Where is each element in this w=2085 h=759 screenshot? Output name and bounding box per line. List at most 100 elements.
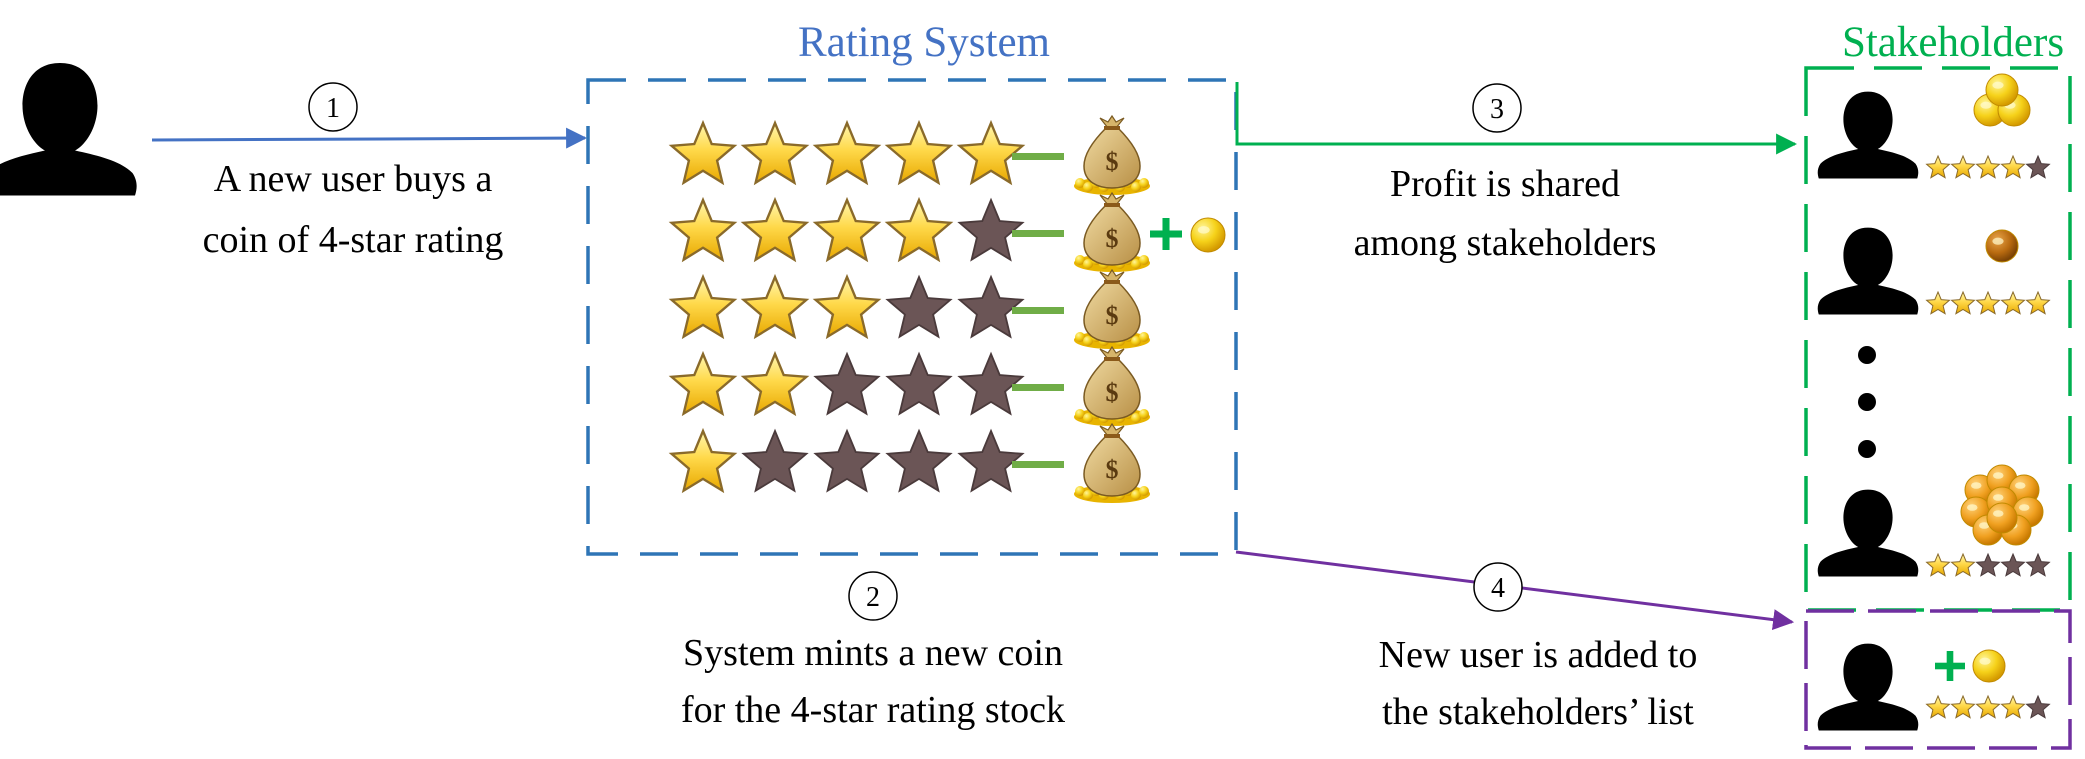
connector-dash xyxy=(1012,153,1064,160)
heap-coin xyxy=(1083,182,1093,192)
heap-coin xyxy=(1139,178,1149,188)
stakeholder-1 xyxy=(1817,73,2051,179)
heap-coin xyxy=(1075,255,1085,265)
gold-star xyxy=(812,119,882,186)
gold-star xyxy=(1925,290,1951,315)
dark-star xyxy=(957,351,1025,416)
coin-shine xyxy=(1993,494,2004,501)
heap-coin xyxy=(1139,332,1149,342)
dollar-sign-icon: $ xyxy=(1106,378,1119,407)
coin-face xyxy=(1985,73,2019,107)
stakeholder-3 xyxy=(1817,464,2051,577)
step-3: 3 Profit is shared among stakeholders xyxy=(1235,82,1798,264)
gold-star xyxy=(1925,552,1951,577)
rating-row-5: $ xyxy=(668,114,1150,195)
step-3-text-line1: Profit is shared xyxy=(1390,163,1620,205)
ellipsis-dots xyxy=(1858,346,1876,458)
step-1-number: 1 xyxy=(326,93,340,124)
user-icon xyxy=(1817,643,1919,731)
gold-star xyxy=(2000,290,2026,315)
gold-star xyxy=(668,119,738,186)
rating-row-3: $ xyxy=(668,268,1150,349)
step-2: 2 System mints a new coin for the 4-star… xyxy=(681,571,1065,731)
heap-coin xyxy=(1075,332,1085,342)
heap-coin xyxy=(1075,178,1085,188)
coin-icon xyxy=(1986,502,2018,534)
stakeholders-title: Stakeholders xyxy=(1842,19,2064,66)
plus-icon xyxy=(1935,651,1965,681)
coin-face xyxy=(1985,229,2019,263)
gold-star xyxy=(740,273,810,340)
arrow-system-to-stakeholders xyxy=(1235,82,1798,155)
coin-icon xyxy=(1985,229,2019,263)
coin-shine xyxy=(2015,482,2026,489)
dark-star xyxy=(2025,154,2051,179)
stakeholder-rating xyxy=(1925,694,2051,719)
coin-shine xyxy=(2019,504,2030,511)
dollar-sign-icon: $ xyxy=(1106,147,1119,176)
connector-dash xyxy=(1012,230,1064,237)
heap-coin xyxy=(1139,255,1149,265)
gold-star xyxy=(668,350,738,417)
gold-star xyxy=(2000,154,2026,179)
heap-coin xyxy=(1083,336,1093,346)
dollar-sign-icon: $ xyxy=(1106,301,1119,330)
gold-star xyxy=(812,273,882,340)
bag-tie xyxy=(1104,203,1120,207)
gold-star xyxy=(2000,694,2026,719)
step-4-text-line2: the stakeholders’ list xyxy=(1382,691,1694,733)
step-2-number: 2 xyxy=(866,582,880,613)
step-1: 1 A new user buys a coin of 4-star ratin… xyxy=(151,82,588,261)
heap-coin xyxy=(1139,486,1149,496)
rating-rows: $$$$$ xyxy=(668,114,1226,503)
new-user-icon xyxy=(0,63,137,196)
coin-shine xyxy=(1993,510,2004,517)
step-3-badge xyxy=(1472,83,1522,133)
heap-coin xyxy=(1131,490,1141,500)
step-1-text-line2: coin of 4-star rating xyxy=(203,219,504,261)
arrow-user-to-system xyxy=(151,127,588,149)
gold-star xyxy=(812,196,882,263)
dark-star xyxy=(1975,552,2001,577)
coin-face xyxy=(1986,502,2018,534)
gold-star xyxy=(668,196,738,263)
heap-coin xyxy=(1075,486,1085,496)
step-4-text-line1: New user is added to xyxy=(1379,634,1698,676)
gold-star xyxy=(668,427,738,494)
bag-body xyxy=(1083,358,1141,420)
stakeholder-list xyxy=(1817,73,2051,731)
dark-star xyxy=(813,428,881,493)
plus-coin-icon xyxy=(1935,649,2006,683)
gold-star xyxy=(2025,290,2051,315)
plus-icon xyxy=(1150,218,1182,250)
ellipsis-dot xyxy=(1858,393,1876,411)
stakeholder-2 xyxy=(1817,227,2051,315)
rating-row-2: $ xyxy=(668,345,1150,426)
coin-shine xyxy=(1992,81,2004,89)
gold-star xyxy=(884,196,954,263)
coin-icon xyxy=(1972,649,2006,683)
bag-body xyxy=(1083,281,1141,343)
coin-face xyxy=(1972,649,2006,683)
coin-stack-icon xyxy=(1960,464,2044,546)
gold-star xyxy=(1975,694,2001,719)
new-stakeholder xyxy=(1817,643,2051,731)
ellipsis-dot xyxy=(1858,440,1876,458)
step-4-number: 4 xyxy=(1491,573,1505,604)
coin-shine xyxy=(1979,522,1990,529)
dark-star xyxy=(957,197,1025,262)
connector-dash xyxy=(1012,461,1064,468)
step-4: 4 New user is added to the stakeholders’… xyxy=(1235,550,1795,733)
new-coin-icon xyxy=(1190,217,1226,253)
dark-star xyxy=(957,428,1025,493)
stakeholder-rating xyxy=(1925,552,2051,577)
heap-coin xyxy=(1083,259,1093,269)
coin-shine xyxy=(1197,226,1210,234)
gold-star xyxy=(1925,694,1951,719)
step-3-number: 3 xyxy=(1490,94,1504,125)
dark-star xyxy=(885,428,953,493)
money-bag-icon: $ xyxy=(1074,114,1150,195)
gold-star xyxy=(1950,552,1976,577)
dark-star xyxy=(957,274,1025,339)
